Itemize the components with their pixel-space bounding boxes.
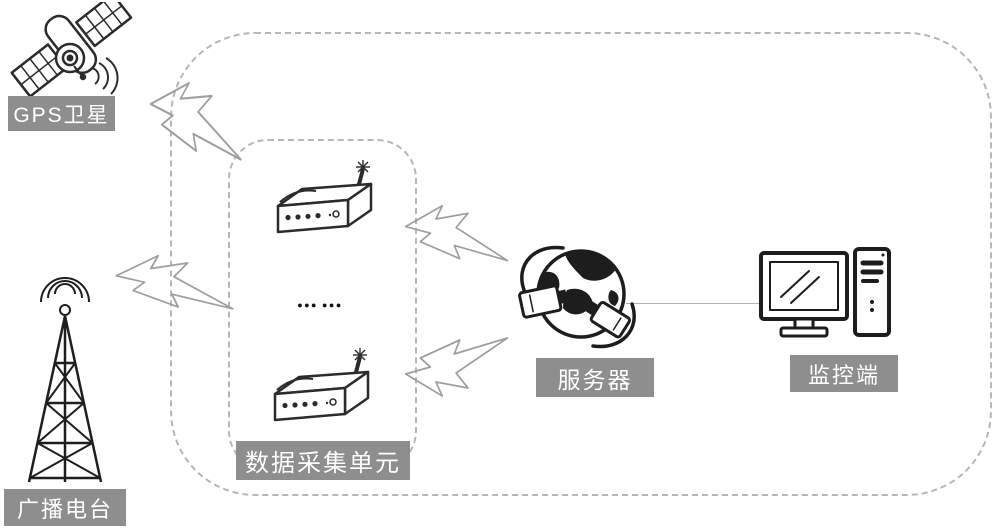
desktop-computer-icon (759, 247, 891, 338)
system-boundary-box (170, 32, 992, 496)
wireless-link-bolt-gps-to-dcu (149, 82, 242, 161)
gps-satellite-label: GPS卫星 (8, 96, 115, 131)
wireless-router-icon (273, 348, 370, 422)
wireless-link-bolt-radio-to-dcu (115, 254, 234, 310)
wireless-router-icon (276, 160, 373, 234)
server-monitor-cable (626, 303, 776, 304)
server-label: 服务器 (536, 358, 654, 397)
more-routers-ellipsis: ●●● ●●● (297, 300, 343, 310)
wireless-link-bolt-dcu-to-server-lower (404, 337, 509, 397)
gps-satellite-icon (10, 2, 133, 98)
data-collection-unit-label: 数据采集单元 (236, 441, 410, 480)
radio-tower-icon (27, 277, 103, 483)
wireless-link-bolt-dcu-to-server-upper (404, 204, 509, 262)
monitor-terminal-label: 监控端 (790, 355, 898, 392)
globe-server-icon (518, 245, 636, 349)
radio-station-label: 广播电台 (4, 489, 126, 526)
